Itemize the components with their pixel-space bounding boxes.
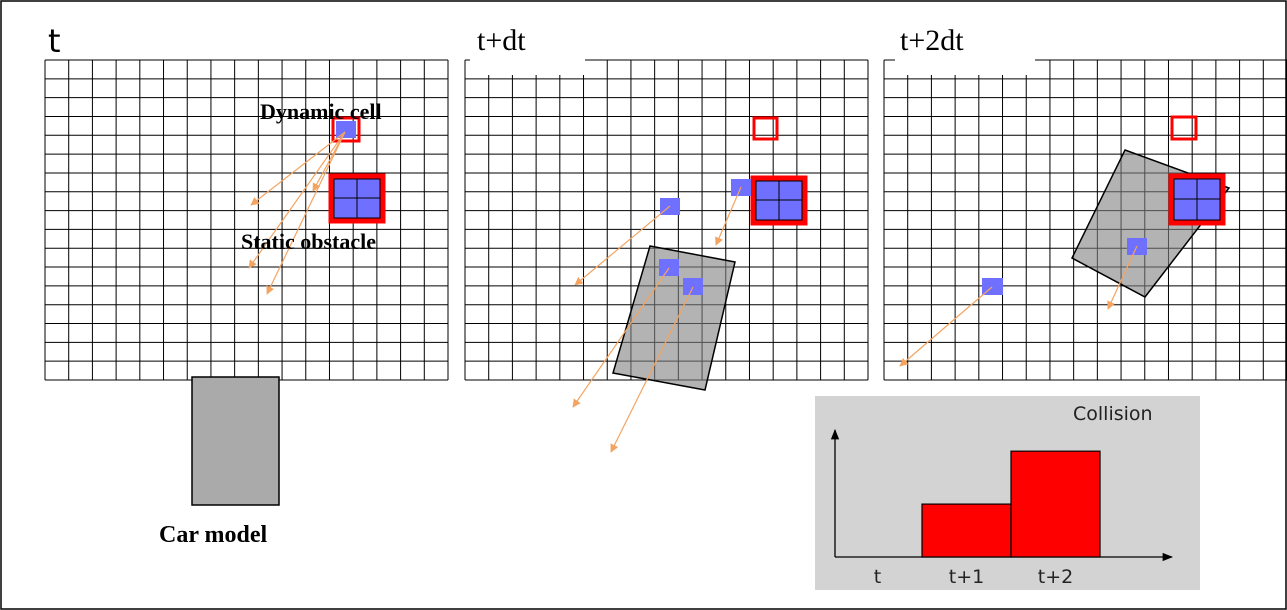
- chart-title: Collision: [1073, 403, 1153, 425]
- frame-label-t-plus-2dt: t+2dt: [900, 24, 964, 57]
- frame-label-mask: [470, 55, 585, 75]
- frame-label-mask: [895, 55, 1035, 75]
- dynamic-cell: [659, 259, 679, 276]
- bar-tplus2: [1010, 450, 1101, 558]
- chart-tick-labels: t t+1 t+2: [874, 566, 1073, 588]
- frame-label-t-plus-dt: t+dt: [477, 24, 526, 57]
- static-obstacle-label: Static obstacle: [241, 229, 376, 254]
- bar-tplus1: [921, 503, 1012, 558]
- frame-t-plus-dt: t+dt: [464, 24, 869, 381]
- tick-label: t+2: [1038, 566, 1073, 588]
- frame-t: t: [44, 22, 449, 381]
- static-obstacle: [328, 173, 386, 224]
- dynamic-cell-previous-outline: [1170, 115, 1198, 141]
- dynamic-cell-outline: [331, 116, 361, 143]
- tick-label: t: [874, 566, 881, 588]
- static-obstacle: [750, 175, 808, 226]
- dynamic-cell: [683, 278, 703, 295]
- tick-label: t+1: [949, 566, 984, 588]
- static-obstacle-collision: [1168, 173, 1226, 226]
- chart-bars: [921, 450, 1101, 558]
- trajectory-arrows-t: [248, 131, 346, 295]
- car-model: [191, 376, 280, 506]
- frame-label-t: t: [48, 22, 61, 60]
- grid-t-plus-dt: [464, 59, 869, 381]
- dynamic-cell: [336, 121, 356, 138]
- car-model-label: Car model: [159, 522, 268, 548]
- trajectory-arrows-t-plus-dt: [572, 186, 742, 453]
- dynamic-cell-previous-outline: [752, 116, 779, 141]
- collision-chart: Collision t t+1 t+2: [815, 396, 1200, 590]
- trajectory-arrows-t-plus-2dt: [899, 245, 1138, 367]
- grid-t: [44, 59, 449, 381]
- chart-background: [815, 396, 1200, 590]
- dynamic-cell-label: Dynamic cell: [260, 99, 382, 124]
